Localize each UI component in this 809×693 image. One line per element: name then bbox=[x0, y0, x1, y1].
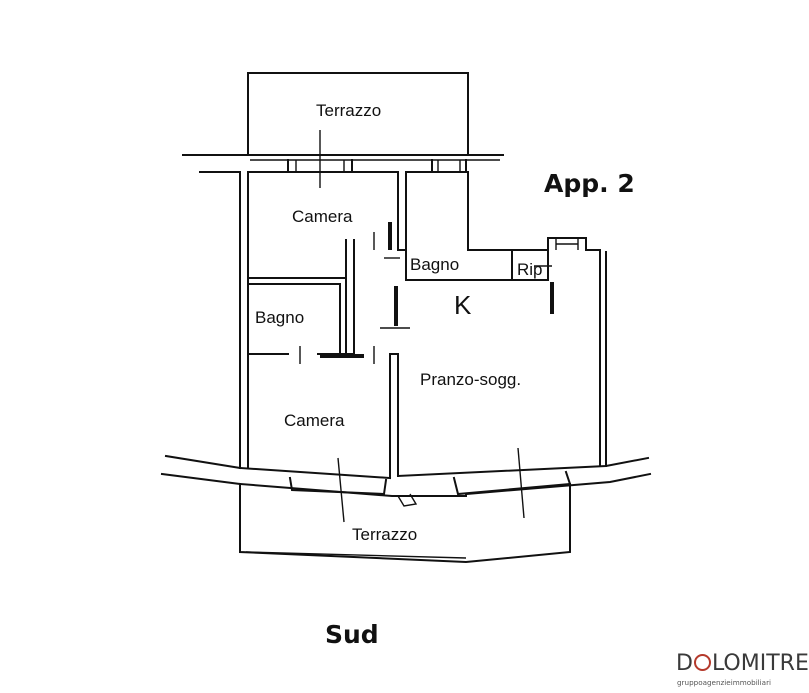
north-windows bbox=[287, 159, 467, 173]
room-label-terrazzo-north: Terrazzo bbox=[316, 101, 381, 120]
south-terrace bbox=[239, 483, 571, 564]
room-label-rip: Rip bbox=[517, 260, 543, 279]
outer-walls bbox=[199, 171, 607, 469]
rip-window bbox=[547, 237, 587, 251]
room-label-camera-top: Camera bbox=[292, 207, 353, 226]
logo-middle: LOMIT bbox=[711, 651, 780, 676]
north-terrace bbox=[182, 72, 504, 161]
orientation-label: Sud bbox=[325, 620, 379, 649]
room-label-pranzo: Pranzo-sogg. bbox=[420, 370, 521, 389]
room-label-bagno-center: Bagno bbox=[410, 255, 459, 274]
south-facade bbox=[160, 454, 652, 507]
agency-logo: D LOMITRE gruppoagenzieimmobiliari bbox=[676, 645, 809, 691]
logo-suffix: RE bbox=[779, 651, 809, 676]
room-label-kitchen: K bbox=[454, 290, 472, 320]
logo-prefix: D bbox=[676, 651, 693, 676]
apartment-title: App. 2 bbox=[544, 169, 635, 198]
inner-walls bbox=[247, 239, 549, 479]
room-label-bagno-left: Bagno bbox=[255, 308, 304, 327]
logo-wordmark: D LOMITRE bbox=[676, 651, 809, 676]
room-label-camera-bottom: Camera bbox=[284, 411, 345, 430]
section-lines bbox=[319, 130, 525, 523]
logo-o-icon bbox=[693, 654, 711, 671]
room-label-terrazzo-south: Terrazzo bbox=[352, 525, 417, 544]
logo-tagline: gruppoagenzieimmobiliari bbox=[677, 678, 772, 687]
door-openings bbox=[299, 222, 554, 364]
